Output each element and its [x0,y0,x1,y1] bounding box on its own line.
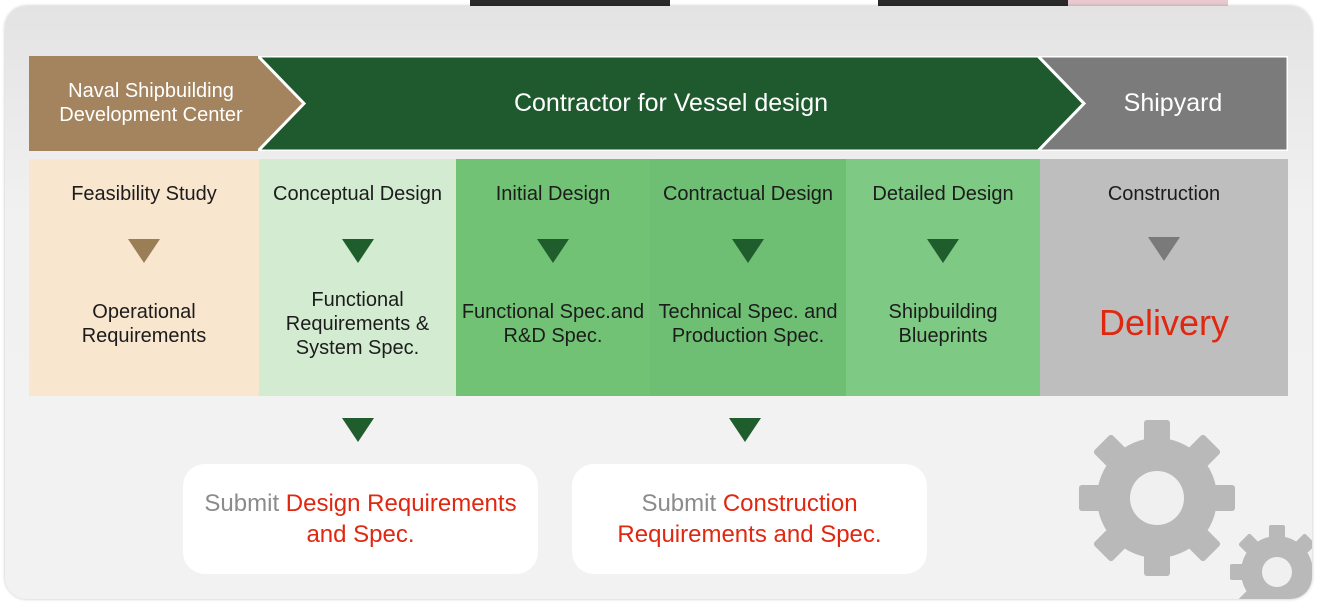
stage-output: Operational Requirements [81,300,207,347]
banner-shipyard-label: Shipyard [1123,88,1223,117]
stage-title: Conceptual Design [273,182,442,205]
submit-verb: Submit [204,489,280,517]
submit-object: Construction Requirements and Spec. [617,489,882,548]
gears-decoration [1079,420,1312,599]
stage-initial-design: Initial Design Functional Spec.and R&D S… [456,159,650,396]
stage-detailed-design: Detailed Design Shipbuilding Blueprints [846,159,1040,396]
down-arrow-icon [341,239,374,263]
submit-design-box: Submit Design Requirements and Spec. [183,464,538,574]
down-arrow-icon [732,239,764,263]
stage-output: Technical Spec. and Production Spec. [658,300,838,347]
stage-title: Contractual Design [662,182,834,205]
banner-shape [1038,56,1288,151]
stage-title: Construction [1107,182,1221,205]
down-arrow-icon [342,418,374,442]
down-arrow-icon [537,239,569,263]
stage-title: Initial Design [495,182,611,205]
banner-contractor: Contractor for Vessel design [258,56,1084,151]
stage-title: Feasibility Study [71,182,217,205]
stage-contractual-design: Contractual Design Technical Spec. and P… [650,159,846,396]
stage-output-delivery: Delivery [1098,301,1230,343]
gear-icon-small [1230,525,1312,599]
stage-feasibility-study: Feasibility Study Operational Requiremen… [29,159,259,396]
top-decoration [878,0,1068,6]
gear-icon [1079,420,1235,576]
top-decoration [1068,0,1228,6]
banner-development-center: Naval Shipbuilding Development Center [29,56,305,151]
down-arrow-icon [1148,237,1180,261]
top-decoration [470,0,670,6]
stage-output: Shipbuilding Blueprints [888,300,998,347]
submit-verb: Submit [641,489,717,517]
down-arrow-icon [729,418,761,442]
stage-conceptual-design: Conceptual Design Functional Requirement… [259,159,456,396]
stage-output: Functional Spec.and R&D Spec. [461,300,645,347]
stage-construction: Construction Delivery [1040,159,1288,396]
down-arrow-icon [128,239,160,263]
banner-shape [258,56,1084,151]
stage-output: Functional Requirements & System Spec. [285,288,430,359]
banner-development-center-label: Naval Shipbuilding Development Center [59,79,243,126]
banner-shipyard: Shipyard [1038,56,1288,151]
down-arrow-icon [927,239,959,263]
banner-contractor-label: Contractor for Vessel design [513,88,829,117]
process-panel: Naval Shipbuilding Development Center Co… [5,6,1312,599]
banner-shape [29,56,305,151]
submit-construction-box: Submit Construction Requirements and Spe… [572,464,927,574]
submit-object: Design Requirements and Spec. [285,489,517,548]
stage-title: Detailed Design [872,182,1014,205]
